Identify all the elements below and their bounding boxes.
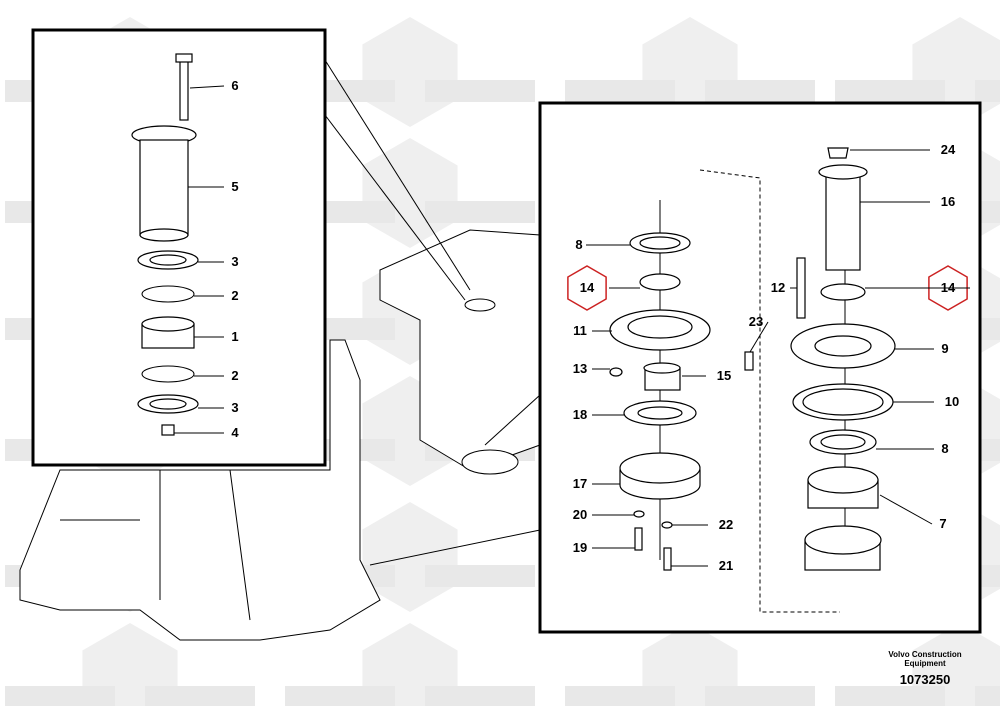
watermark-bar [975, 80, 1000, 102]
right-callout-17: 17 [573, 476, 587, 491]
watermark-bar [425, 201, 535, 223]
right-callout-24: 24 [941, 142, 956, 157]
detail-panel-left [31, 28, 327, 467]
right-callout-13: 13 [573, 361, 587, 376]
right-callout-21: 21 [719, 558, 733, 573]
watermark-logo-icon [362, 17, 458, 127]
left-parts [131, 53, 199, 436]
watermark-bar [705, 80, 815, 102]
watermark-bar [705, 686, 815, 706]
left-callout-3: 3 [231, 254, 238, 269]
right-callout-7: 7 [939, 516, 946, 531]
zoom-connector-lines [324, 59, 541, 566]
left-callout-6: 6 [231, 78, 238, 93]
left-callout-4: 4 [231, 425, 239, 440]
right-callout-18: 18 [573, 407, 587, 422]
right-parts [609, 147, 896, 613]
watermark-bar [975, 686, 1000, 706]
highlight-hexagon [567, 265, 607, 311]
right-callouts: 8 14 11 13 15 23 18 17 20 22 19 21 24 16 12 14 9 10 8 7 [567, 142, 970, 573]
right-callout-22: 22 [719, 517, 733, 532]
right-callout-15: 15 [717, 368, 731, 383]
watermark-bar [835, 80, 945, 102]
watermark-bar [145, 686, 255, 706]
right-callout-23: 23 [749, 314, 763, 329]
leader-line [749, 321, 769, 353]
right-callout-19: 19 [573, 540, 587, 555]
right-callout-10: 10 [945, 394, 959, 409]
watermark-bar [5, 686, 115, 706]
right-callout-8: 8 [575, 237, 582, 252]
left-callout-2: 2 [231, 288, 238, 303]
watermark-logo-icon [362, 138, 458, 248]
watermark-bar [835, 686, 945, 706]
right-callout-16: 16 [941, 194, 955, 209]
watermark-logo-icon [642, 623, 738, 706]
right-callout-14: 14 [580, 280, 595, 295]
right-callout-12: 12 [771, 280, 785, 295]
left-callout-3: 3 [231, 400, 238, 415]
left-callout-5: 5 [231, 179, 238, 194]
watermark-logo-icon [362, 623, 458, 706]
right-callout-20: 20 [573, 507, 587, 522]
right-callout-14: 14 [941, 280, 956, 295]
left-callouts: 6 5 3 2 1 2 3 4 [174, 78, 239, 440]
left-callout-2: 2 [231, 368, 238, 383]
watermark-bar [565, 686, 675, 706]
watermark-bar [565, 80, 675, 102]
right-callout-8: 8 [941, 441, 948, 456]
watermark-bar [425, 686, 535, 706]
leader-line [879, 494, 933, 525]
left-callout-1: 1 [231, 329, 238, 344]
watermark-logo-icon [82, 623, 178, 706]
watermark-bar [425, 80, 535, 102]
right-callout-11: 11 [573, 323, 587, 338]
frame-drawing [19, 229, 541, 641]
watermark-logo-icon [912, 623, 1000, 706]
drawing-number: 1073250 [899, 672, 951, 687]
watermark-bar [285, 686, 395, 706]
brand-label: Volvo Construction Equipment [888, 650, 962, 668]
watermark-bar [425, 565, 535, 587]
footer: Volvo Construction Equipment 1073250 [880, 650, 970, 687]
right-callout-9: 9 [941, 341, 948, 356]
leader-line [189, 85, 225, 89]
